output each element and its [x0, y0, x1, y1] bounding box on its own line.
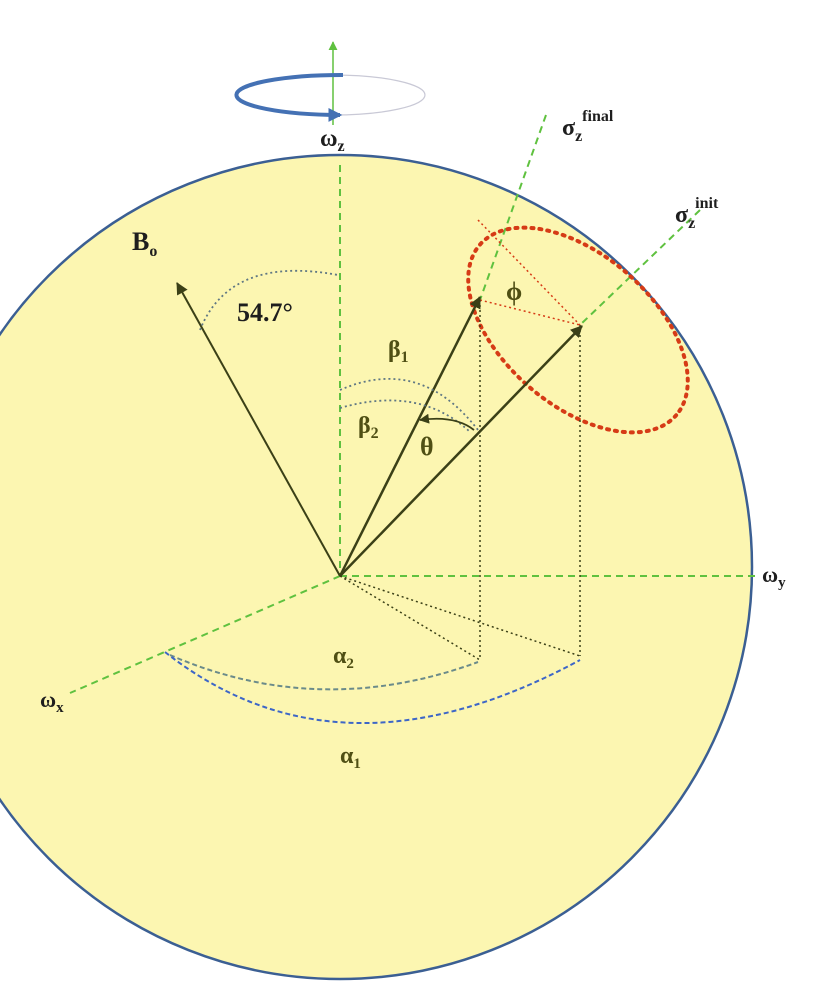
sphere: [0, 153, 754, 981]
omega-y-label: ωy: [762, 562, 786, 591]
beta1-label: β1: [388, 337, 409, 366]
sigma-final-vector: [338, 296, 482, 577]
phi-label: ϕ: [506, 277, 522, 306]
cone-edge-base: [479, 299, 581, 326]
sigma-init-vector: [339, 325, 583, 577]
beta2-label: β2: [358, 413, 379, 442]
sigma-final-label: σzfinal: [562, 108, 614, 145]
sigma-final-axis: [479, 114, 547, 301]
omega-x-label: ωx: [40, 687, 64, 716]
beta1-arc: [339, 378, 479, 431]
theta-arc: [419, 413, 475, 431]
cone-edge-top: [477, 219, 581, 326]
projection-init-floor: [339, 575, 581, 657]
magic-angle-label: 54.7°: [237, 298, 293, 327]
sigma-init-axis: [579, 209, 701, 326]
sigma-init-label: σzinit: [675, 195, 719, 232]
omega-z-label: ωz: [320, 126, 345, 155]
alpha1-arc: [164, 651, 581, 724]
omega-x-axis: [69, 575, 341, 694]
circular-arrow-icon: [234, 41, 426, 125]
alpha2-label: α2: [333, 643, 354, 672]
b0-label: Bo: [132, 227, 157, 260]
theta-label: θ: [420, 432, 434, 461]
alpha1-label: α1: [340, 743, 361, 772]
alpha2-arc: [169, 654, 479, 691]
b0-vector: [176, 282, 341, 577]
precession-cone-ellipse: [466, 225, 690, 435]
projection-final-floor: [339, 575, 481, 661]
